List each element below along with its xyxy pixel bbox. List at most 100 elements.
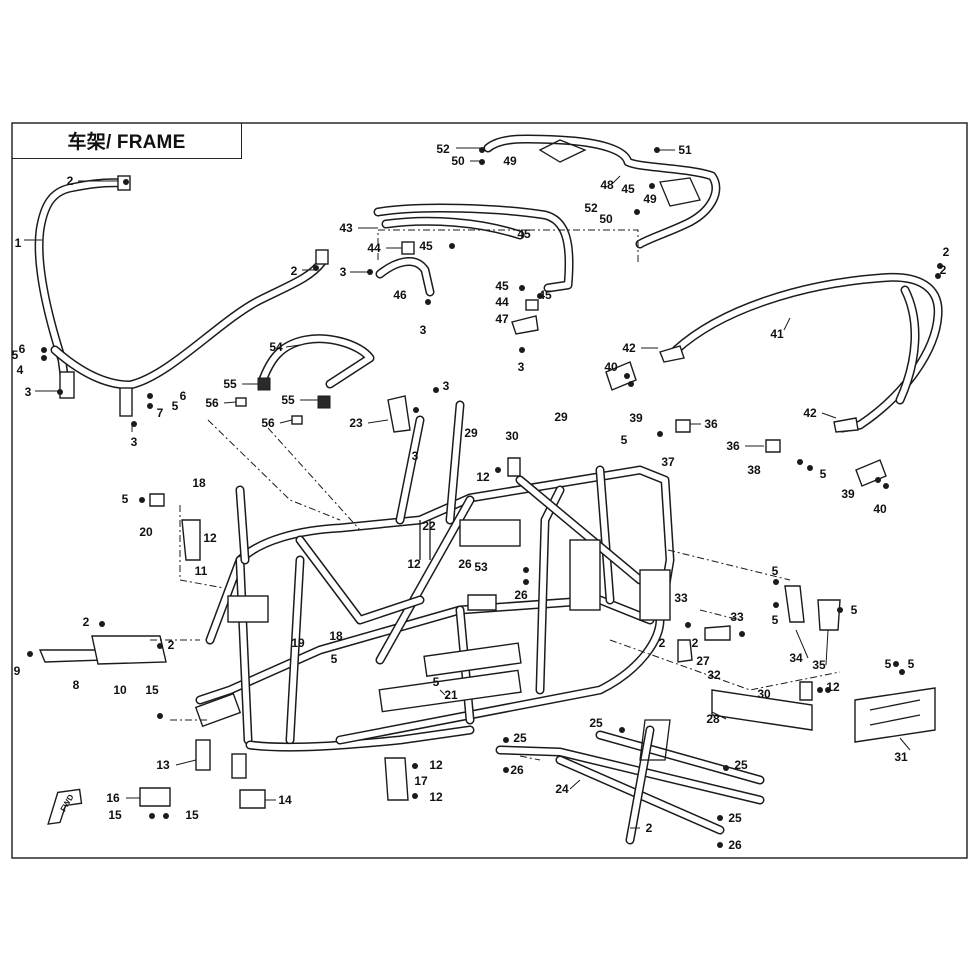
- part-number-label: 36: [726, 439, 740, 453]
- part-number-label: 39: [629, 411, 643, 425]
- part-number-label: 1: [15, 236, 22, 250]
- part-number-label: 3: [443, 379, 450, 393]
- part-number-label: 2: [291, 264, 298, 278]
- part-number-label: 33: [730, 610, 744, 624]
- part-number-label: 43: [339, 221, 353, 235]
- part-number-label: 56: [261, 416, 275, 430]
- part-number-label: 8: [73, 678, 80, 692]
- part-number-label: 39: [841, 487, 855, 501]
- part-number-label: 14: [278, 793, 292, 807]
- part-number-label: 4: [17, 363, 24, 377]
- part-number-label: 3: [412, 449, 419, 463]
- part-number-label: 11: [195, 564, 208, 578]
- part-number-label: 40: [873, 502, 887, 516]
- part-number-label: 27: [696, 654, 710, 668]
- part-number-label: 40: [604, 360, 618, 374]
- handle-part-54: [235, 334, 375, 425]
- part-number-label: 12: [407, 557, 421, 571]
- part-number-label: 50: [451, 154, 465, 168]
- part-number-label: 46: [393, 288, 407, 302]
- part-number-label: 7: [157, 406, 164, 420]
- part-number-label: 23: [349, 416, 363, 430]
- part-number-label: 5: [433, 675, 440, 689]
- part-number-label: 16: [106, 791, 120, 805]
- rail-part-28: [711, 689, 813, 731]
- part-number-label: 21: [444, 688, 458, 702]
- bracket-part-16: [139, 787, 171, 807]
- part-number-label: 56: [205, 396, 219, 410]
- bracket-part-34: [784, 585, 805, 623]
- part-number-label: 17: [414, 774, 428, 788]
- part-number-label: 12: [826, 680, 840, 694]
- rear-bumper-part-41: [659, 272, 943, 433]
- part-number-label: 41: [770, 327, 784, 341]
- part-number-label: 18: [192, 476, 206, 490]
- part-number-label: 45: [621, 182, 635, 196]
- part-number-label: 12: [429, 790, 443, 804]
- part-number-label: 32: [707, 668, 721, 682]
- part-number-label: 3: [340, 265, 347, 279]
- diagram-title: 车架/ FRAME: [67, 132, 186, 153]
- part-number-label: 29: [554, 410, 568, 424]
- part-number-label: 48: [600, 178, 614, 192]
- bracket-part-32: [704, 625, 731, 641]
- bracket-part-53: [467, 594, 497, 611]
- part-number-label: 12: [203, 531, 217, 545]
- part-number-label: 28: [706, 712, 720, 726]
- part-number-label: 24: [555, 782, 569, 796]
- part-number-label: 5: [820, 467, 827, 481]
- part-number-label: 47: [495, 312, 509, 326]
- part-number-label: 2: [646, 821, 653, 835]
- part-number-label: 26: [458, 557, 472, 571]
- part-number-label: 2: [168, 638, 175, 652]
- bracket-part-39-right: [855, 459, 887, 487]
- part-number-label: 25: [589, 716, 603, 730]
- part-number-label: 49: [643, 192, 657, 206]
- part-number-label: 26: [510, 763, 524, 777]
- part-number-label: 5: [12, 348, 19, 362]
- part-number-label: 10: [113, 683, 127, 697]
- part-number-label: 55: [223, 377, 237, 391]
- part-number-label: 45: [419, 239, 433, 253]
- part-number-label: 15: [145, 683, 159, 697]
- part-number-label: 5: [122, 492, 129, 506]
- part-number-label: 3: [25, 385, 32, 399]
- misc-parts: [38, 361, 936, 809]
- part-number-label: 2: [692, 636, 699, 650]
- bracket-part-35: [817, 599, 841, 631]
- part-number-label: 52: [584, 201, 598, 215]
- part-number-label: 12: [429, 758, 443, 772]
- part-number-label: 6: [19, 342, 26, 356]
- part-number-label: 20: [139, 525, 153, 539]
- part-number-label: 5: [851, 603, 858, 617]
- sub-frame-part-24: [495, 719, 765, 845]
- part-number-label: 44: [367, 241, 381, 255]
- part-number-label: 2: [940, 263, 947, 277]
- front-bumper-part-1: [34, 175, 329, 417]
- clip-part-30-top: [507, 457, 521, 477]
- rear-rack-part-43: [373, 203, 574, 293]
- spring-part-22: [419, 520, 431, 560]
- part-number-label: 30: [757, 687, 771, 701]
- leader-lines: [24, 147, 911, 829]
- part-number-label: 45: [538, 288, 552, 302]
- bracket-part-11: [181, 519, 201, 561]
- plate-part-31: [854, 687, 936, 743]
- part-number-label: 45: [517, 227, 531, 241]
- part-number-label: 26: [728, 838, 742, 852]
- part-number-label: 19: [291, 636, 305, 650]
- part-number-label: 15: [108, 808, 122, 822]
- part-number-label: 42: [622, 341, 636, 355]
- bracket-part-23: [387, 395, 411, 433]
- part-number-label: 5: [331, 652, 338, 666]
- bracket-part-46: [375, 241, 539, 335]
- bracket-part-14: [239, 789, 266, 809]
- main-frame: [194, 400, 675, 779]
- clamp-part-27: [677, 639, 693, 663]
- part-number-label: 25: [513, 731, 527, 745]
- part-number-label: 36: [704, 417, 718, 431]
- part-number-label: 52: [436, 142, 450, 156]
- part-number-label: 2: [67, 174, 74, 188]
- part-number-label: 5: [885, 657, 892, 671]
- part-number-label: 45: [495, 279, 509, 293]
